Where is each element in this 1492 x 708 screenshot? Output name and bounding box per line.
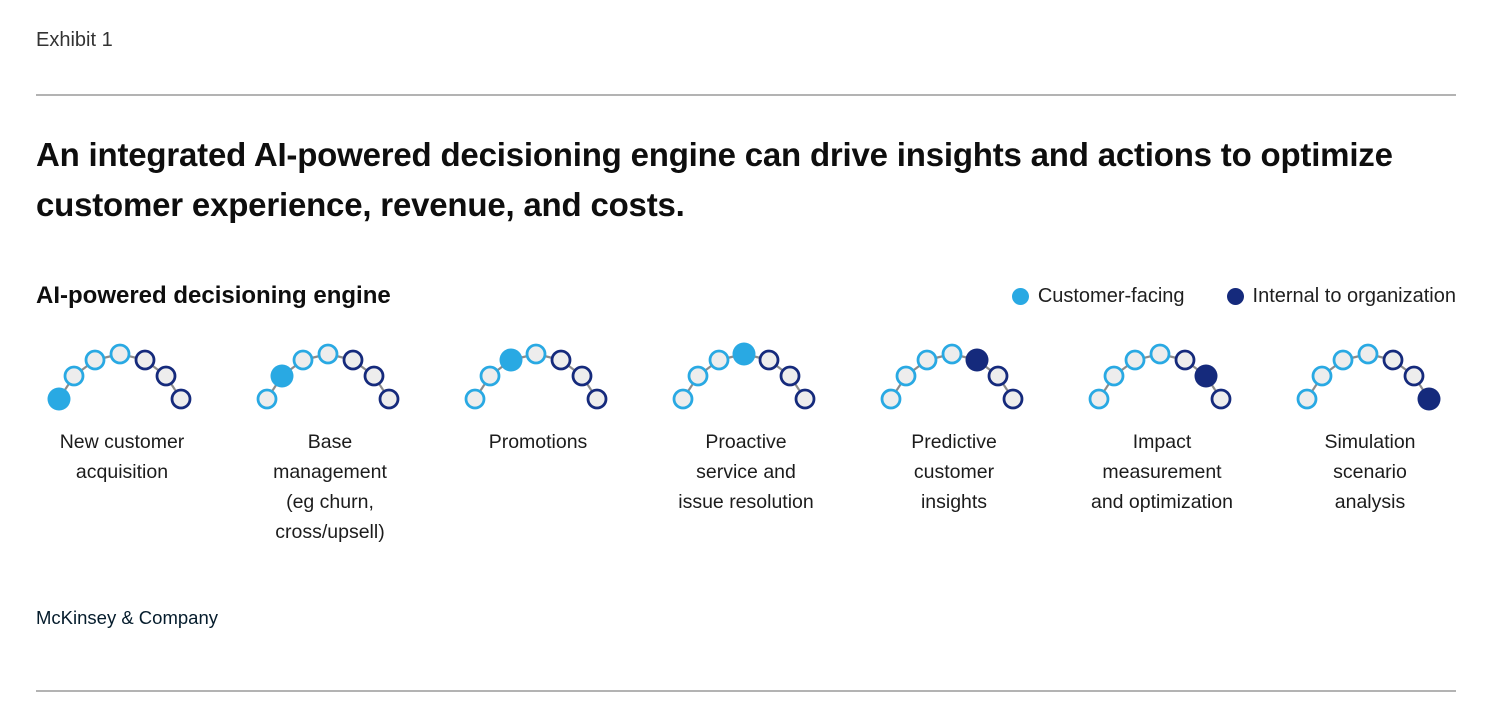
node-icon bbox=[1124, 349, 1146, 371]
stage-label: Base management (eg churn, cross/upsell) bbox=[273, 431, 387, 543]
node-icon bbox=[794, 388, 816, 410]
node-icon bbox=[1002, 388, 1024, 410]
node-icon bbox=[1103, 365, 1125, 387]
company-logo-text: McKinsey & Company bbox=[36, 607, 218, 628]
active-node-icon bbox=[499, 348, 523, 372]
stage-3: Promotions bbox=[452, 340, 624, 547]
node-icon bbox=[550, 349, 572, 371]
stage-1: New customer acquisition bbox=[36, 340, 208, 547]
node-icon bbox=[109, 343, 131, 365]
node-icon bbox=[256, 388, 278, 410]
stage-6: Impact measurement and optimization bbox=[1076, 340, 1248, 547]
node-icon bbox=[1382, 349, 1404, 371]
node-icon bbox=[880, 388, 902, 410]
node-icon bbox=[1357, 343, 1379, 365]
legend: Customer-facing Internal to organization bbox=[1011, 284, 1456, 308]
active-node-icon bbox=[270, 364, 294, 388]
stage-7: Simulation scenario analysis bbox=[1284, 340, 1456, 547]
node-icon bbox=[342, 349, 364, 371]
node-icon bbox=[1210, 388, 1232, 410]
stage-label: Proactive service and issue resolution bbox=[678, 431, 814, 513]
node-icon bbox=[464, 388, 486, 410]
legend-label: Internal to organization bbox=[1252, 284, 1456, 307]
stage-5: Predictive customer insights bbox=[868, 340, 1040, 547]
stage-arc-diagram bbox=[47, 343, 192, 411]
stage-arc-diagram bbox=[1088, 343, 1232, 410]
node-icon bbox=[63, 365, 85, 387]
node-icon bbox=[1088, 388, 1110, 410]
node-icon bbox=[1403, 365, 1425, 387]
stage-label: Promotions bbox=[488, 431, 588, 453]
node-icon bbox=[155, 365, 177, 387]
node-icon bbox=[1149, 343, 1171, 365]
stage-arc-diagram bbox=[672, 342, 816, 410]
node-icon bbox=[571, 365, 593, 387]
node-icon bbox=[687, 365, 709, 387]
bottom-divider bbox=[36, 690, 1456, 692]
node-icon bbox=[1311, 365, 1333, 387]
stage-arc-diagram bbox=[256, 343, 400, 410]
stage-label: New customer acquisition bbox=[59, 431, 185, 483]
stage-label: Impact measurement and optimization bbox=[1090, 431, 1233, 513]
active-node-icon bbox=[965, 348, 989, 372]
stage-4: Proactive service and issue resolution bbox=[660, 340, 832, 547]
node-icon bbox=[779, 365, 801, 387]
node-icon bbox=[672, 388, 694, 410]
stage-label: Simulation scenario analysis bbox=[1324, 431, 1416, 513]
page-title: An integrated AI-powered decisioning eng… bbox=[36, 136, 1393, 223]
active-node-icon bbox=[47, 387, 71, 411]
node-icon bbox=[987, 365, 1009, 387]
node-icon bbox=[586, 388, 608, 410]
exhibit-label: Exhibit 1 bbox=[36, 29, 113, 51]
stage-label: Predictive customer insights bbox=[911, 431, 997, 513]
legend-item-internal: Internal to organization bbox=[1226, 284, 1456, 308]
stage-arc-diagram bbox=[880, 343, 1024, 410]
internal-dot-icon bbox=[1226, 287, 1244, 305]
stage-arc-diagram bbox=[1296, 343, 1441, 411]
stage-2: Base management (eg churn, cross/upsell) bbox=[244, 340, 416, 547]
section-heading: AI-powered decisioning engine bbox=[36, 282, 391, 309]
node-icon bbox=[292, 349, 314, 371]
top-divider bbox=[36, 94, 1456, 96]
customer-facing-dot-icon bbox=[1011, 287, 1029, 305]
node-icon bbox=[758, 349, 780, 371]
node-icon bbox=[708, 349, 730, 371]
node-icon bbox=[1332, 349, 1354, 371]
node-icon bbox=[525, 343, 547, 365]
node-icon bbox=[916, 349, 938, 371]
node-icon bbox=[84, 349, 106, 371]
node-icon bbox=[479, 365, 501, 387]
node-icon bbox=[1174, 349, 1196, 371]
stage-arc-diagram bbox=[464, 343, 608, 410]
active-node-icon bbox=[1194, 364, 1218, 388]
legend-label: Customer-facing bbox=[1037, 284, 1185, 307]
node-icon bbox=[317, 343, 339, 365]
active-node-icon bbox=[1417, 387, 1441, 411]
legend-item-customer-facing: Customer-facing bbox=[1011, 284, 1185, 308]
node-icon bbox=[363, 365, 385, 387]
node-icon bbox=[170, 388, 192, 410]
node-icon bbox=[895, 365, 917, 387]
node-icon bbox=[941, 343, 963, 365]
active-node-icon bbox=[732, 342, 756, 366]
node-icon bbox=[1296, 388, 1318, 410]
node-icon bbox=[378, 388, 400, 410]
node-icon bbox=[134, 349, 156, 371]
stages-row: New customer acquisition Base management … bbox=[36, 340, 1456, 547]
